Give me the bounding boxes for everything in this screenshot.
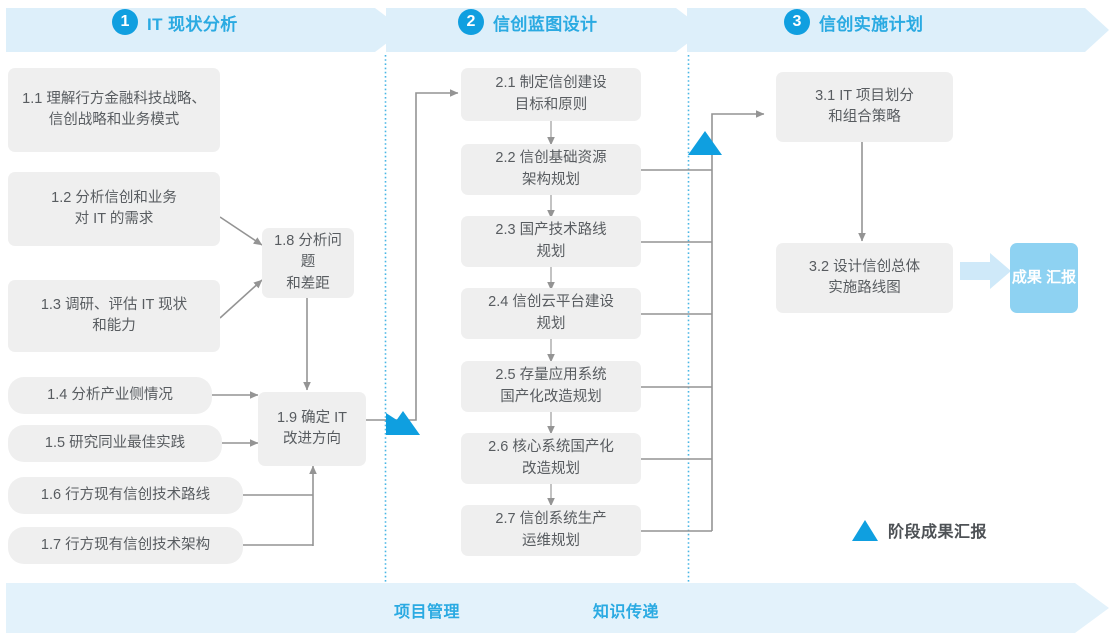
node-1-9-line1: 1.9 确定 IT [276, 409, 348, 426]
result-badge-line2: 汇报 [1046, 269, 1077, 287]
phase-number-3: 3 [784, 9, 810, 35]
edge-1-2-to-1-8 [219, 216, 263, 246]
node-2-5-line1: 2.5 存量应用系统 [495, 367, 607, 384]
node-1-7[interactable]: 1.7 行方现有信创技术架构 [8, 527, 243, 564]
node-1-6-label: 1.6 行方现有信创技术路线 [40, 486, 211, 503]
node-2-3-line1: 2.3 国产技术路线 [495, 222, 607, 239]
edge-1-9-to-2-1 [366, 89, 459, 421]
node-1-9[interactable]: 1.9 确定 IT 改进方向 [258, 392, 366, 466]
node-2-3-line2: 规划 [536, 243, 566, 260]
node-3-1[interactable]: 3.1 IT 项目划分 和组合策略 [776, 72, 953, 142]
phase-number-1: 1 [112, 9, 138, 35]
node-1-8-line2: 和差距 [286, 275, 330, 292]
phase-number-2: 2 [458, 9, 484, 35]
phase-label-2[interactable]: 2 信创蓝图设计 [458, 8, 597, 36]
node-2-1-line1: 2.1 制定信创建设 [495, 75, 607, 92]
node-1-5[interactable]: 1.5 研究同业最佳实践 [8, 425, 222, 462]
node-2-2[interactable]: 2.2 信创基础资源 架构规划 [461, 144, 641, 195]
node-2-1[interactable]: 2.1 制定信创建设 目标和原则 [461, 68, 641, 121]
node-1-7-label: 1.7 行方现有信创技术架构 [40, 536, 211, 553]
node-1-4-label: 1.4 分析产业侧情况 [47, 386, 173, 403]
node-2-2-line2: 架构规划 [522, 171, 580, 188]
node-2-6[interactable]: 2.6 核心系统国产化 改造规划 [461, 433, 641, 484]
node-1-3-line2: 和能力 [92, 318, 136, 334]
node-1-4[interactable]: 1.4 分析产业侧情况 [8, 377, 212, 414]
node-1-9-line2: 改进方向 [282, 431, 341, 447]
footer-item-knowledge-transfer[interactable]: 知识传递 [593, 604, 660, 621]
node-2-5-line2: 国产化改造规划 [500, 388, 602, 405]
node-3-2-line1: 3.2 设计信创总体 [808, 258, 921, 275]
node-2-6-line1: 2.6 核心系统国产化 [488, 439, 614, 456]
node-3-1-line1: 3.1 IT 项目划分 [815, 87, 914, 104]
phase-title-3: 信创实施计划 [819, 14, 924, 34]
node-1-6[interactable]: 1.6 行方现有信创技术路线 [8, 477, 243, 514]
node-1-1-line2: 信创战略和业务模式 [48, 112, 180, 128]
legend-label: 阶段成果汇报 [888, 524, 988, 541]
result-badge[interactable]: 成果 汇报 [1010, 243, 1078, 313]
node-2-4[interactable]: 2.4 信创云平台建设 规划 [461, 288, 641, 339]
node-3-2-line2: 实施路线图 [828, 280, 901, 296]
node-1-8[interactable]: 1.8 分析问题 和差距 [262, 228, 354, 298]
bus-vertical-right [711, 110, 765, 531]
node-2-3[interactable]: 2.3 国产技术路线 规划 [461, 216, 641, 267]
node-2-7-line2: 运维规划 [522, 532, 580, 549]
node-2-1-line2: 目标和原则 [514, 96, 588, 113]
node-2-7-line1: 2.7 信创系统生产 [495, 511, 607, 528]
node-1-1-line1: 1.1 理解行方金融科技战略、 [22, 90, 206, 107]
node-1-2-line1: 1.2 分析信创和业务 [51, 189, 177, 206]
footer-banner [6, 583, 1109, 633]
milestone-triangle-phase1-shape [386, 411, 420, 435]
node-2-6-line2: 改造规划 [522, 460, 580, 477]
node-3-1-line2: 和组合策略 [828, 109, 901, 125]
node-2-2-line1: 2.2 信创基础资源 [495, 150, 607, 167]
node-1-2[interactable]: 1.2 分析信创和业务 对 IT 的需求 [8, 172, 220, 246]
result-badge-line1: 成果 [1011, 269, 1042, 287]
node-1-5-label: 1.5 研究同业最佳实践 [44, 434, 186, 451]
milestone-triangle-phase2-shape [688, 131, 722, 155]
node-3-2[interactable]: 3.2 设计信创总体 实施路线图 [776, 243, 953, 313]
node-1-2-line2: 对 IT 的需求 [74, 211, 154, 227]
footer-item-project-management[interactable]: 项目管理 [394, 604, 461, 621]
milestone-triangle-phase1 [386, 413, 420, 435]
node-2-5[interactable]: 2.5 存量应用系统 国产化改造规划 [461, 361, 641, 412]
phase-title-2: 信创蓝图设计 [493, 14, 598, 34]
node-1-3-line1: 1.3 调研、评估 IT 现状 [40, 296, 188, 313]
legend-milestone: 阶段成果汇报 [852, 518, 987, 542]
node-1-3[interactable]: 1.3 调研、评估 IT 现状 和能力 [8, 280, 220, 352]
node-2-4-line1: 2.4 信创云平台建设 [488, 294, 614, 311]
edge-1-3-to-1-8 [219, 279, 263, 319]
node-2-4-line2: 规划 [536, 315, 566, 332]
triangle-icon [852, 519, 878, 541]
node-2-7[interactable]: 2.7 信创系统生产 运维规划 [461, 505, 641, 556]
phase-title-1: IT 现状分析 [147, 14, 238, 34]
phase-label-1[interactable]: 1 IT 现状分析 [112, 8, 238, 36]
result-arrow [960, 253, 1011, 289]
node-1-8-line1: 1.8 分析问题 [274, 233, 342, 271]
node-1-1[interactable]: 1.1 理解行方金融科技战略、 信创战略和业务模式 [8, 68, 220, 152]
phase-label-3[interactable]: 3 信创实施计划 [784, 8, 923, 36]
